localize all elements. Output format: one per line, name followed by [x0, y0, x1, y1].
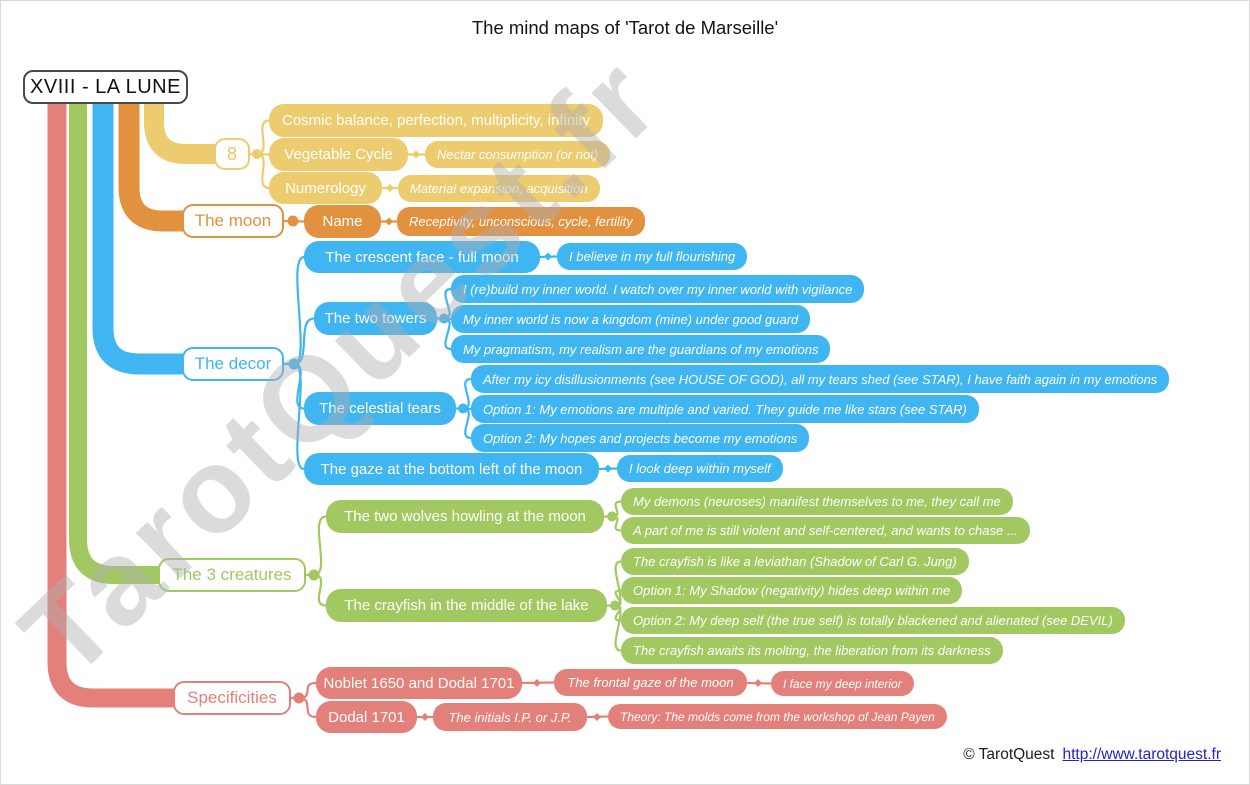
- note-wolves-2: A part of me is still violent and self-c…: [621, 517, 1030, 544]
- footer: © TarotQuest http://www.tarotquest.fr: [963, 746, 1221, 764]
- note-frontal-gaze: The frontal gaze of the moon: [554, 669, 747, 696]
- note-theory-payen: Theory: The molds come from the workshop…: [608, 704, 947, 729]
- note-face-interior: I face my deep interior: [771, 671, 914, 696]
- note-receptivity: Receptivity, unconscious, cycle, fertili…: [397, 207, 645, 236]
- node-dodal-1701: Dodal 1701: [316, 701, 417, 733]
- note-crayfish-3: Option 2: My deep self (the true self) i…: [621, 607, 1125, 634]
- node-crayfish: The crayfish in the middle of the lake: [326, 589, 607, 622]
- node-numerology: Numerology: [269, 172, 382, 204]
- note-tears-3: Option 2: My hopes and projects become m…: [471, 424, 810, 452]
- note-crayfish-4: The crayfish awaits its molting, the lib…: [621, 637, 1003, 664]
- node-crescent-face: The crescent face - full moon: [304, 241, 540, 273]
- branch-label-eight: 8: [214, 138, 250, 170]
- node-gaze-bottom-left: The gaze at the bottom left of the moon: [304, 453, 599, 485]
- note-towers-1: I (re)build my inner world. I watch over…: [451, 275, 865, 303]
- node-celestial-tears: The celestial tears: [304, 392, 456, 425]
- note-crayfish-2: Option 1: My Shadow (negativity) hides d…: [621, 577, 963, 604]
- junction-dots: [252, 149, 620, 704]
- note-full-flourishing: I believe in my full flourishing: [557, 243, 748, 270]
- ribbon-green: [69, 88, 170, 584]
- branch-label-the-moon: The moon: [182, 204, 284, 238]
- branch-label-specificities: Specificities: [173, 681, 291, 715]
- note-wolves-1: My demons (neuroses) manifest themselves…: [621, 488, 1013, 515]
- note-towers-3: My pragmatism, my realism are the guardi…: [451, 335, 831, 363]
- ribbon-orange: [118, 86, 195, 232]
- node-name: Name: [304, 205, 381, 238]
- node-two-wolves: The two wolves howling at the moon: [326, 500, 604, 533]
- note-tears-2: Option 1: My emotions are multiple and v…: [471, 395, 979, 423]
- node-cosmic-balance: Cosmic balance, perfection, multiplicity…: [269, 104, 604, 137]
- ribbon-blue: [92, 86, 195, 375]
- root-node: XVIII - LA LUNE: [23, 70, 188, 104]
- tarotquest-link[interactable]: http://www.tarotquest.fr: [1062, 746, 1221, 763]
- note-look-deep: I look deep within myself: [617, 455, 783, 482]
- node-noblet-dodal: Noblet 1650 and Dodal 1701: [316, 667, 522, 699]
- node-two-towers: The two towers: [314, 302, 437, 335]
- branch-ribbons: [47, 86, 225, 708]
- link-diamonds: [385, 150, 762, 721]
- note-nectar-consumption: Nectar consumption (or not): [425, 141, 611, 168]
- note-material-expansion: Material expansion, acquisition: [398, 174, 600, 202]
- note-tears-1: After my icy disillusionments (see HOUSE…: [471, 365, 1170, 393]
- note-crayfish-1: The crayfish is like a leviathan (Shadow…: [621, 548, 969, 575]
- branch-label-3-creatures: The 3 creatures: [158, 558, 306, 592]
- note-initials: The initials I.P. or J.P.: [433, 703, 587, 731]
- node-vegetable-cycle: Vegetable Cycle: [269, 138, 408, 171]
- branch-label-the-decor: The decor: [182, 347, 284, 381]
- note-towers-2: My inner world is now a kingdom (mine) u…: [451, 305, 811, 333]
- ribbon-red: [47, 87, 185, 708]
- copyright-text: © TarotQuest: [963, 746, 1055, 763]
- ribbon-yellow: [144, 87, 225, 164]
- page-title: The mind maps of 'Tarot de Marseille': [471, 17, 779, 38]
